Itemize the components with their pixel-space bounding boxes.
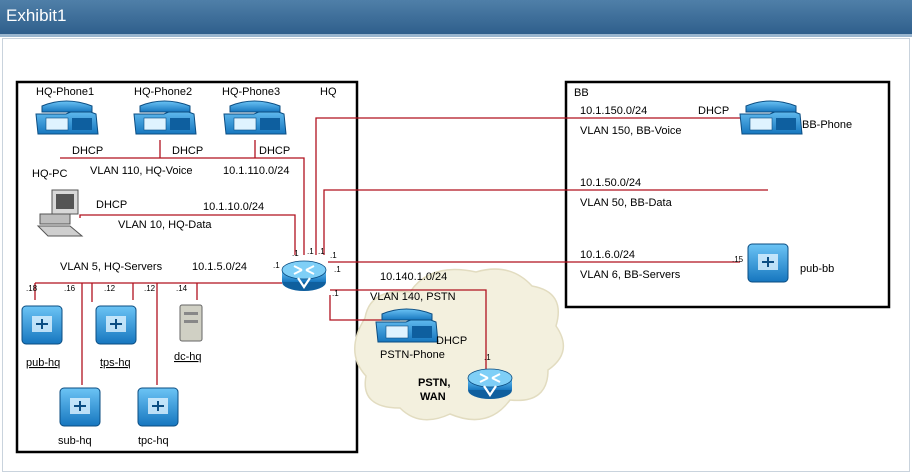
network-links: [34, 117, 768, 385]
tps-hq-icon[interactable]: [95, 305, 137, 345]
hq-router-icon[interactable]: [280, 259, 328, 293]
hq-site-box: [15, 80, 359, 454]
pub-bb-label: pub-bb: [800, 263, 834, 275]
bb-site-box: [564, 80, 891, 309]
host-sub-hq: .12: [104, 284, 116, 293]
vlan110-label: VLAN 110, HQ-Voice: [90, 165, 193, 177]
sub-hq-label: sub-hq: [58, 435, 92, 447]
hq-site-label: HQ: [320, 86, 337, 98]
hq-phone1-label: HQ-Phone1: [36, 86, 94, 98]
hq-pc-label: HQ-PC: [32, 168, 68, 180]
vlan150-label: VLAN 150, BB-Voice: [580, 125, 682, 137]
cloud-label-line1: PSTN,: [418, 377, 450, 389]
hq-phone1-icon[interactable]: [35, 100, 99, 135]
window-titlebar: Exhibit1: [0, 0, 912, 37]
bb-site-label: BB: [574, 87, 589, 99]
dc-hq-icon[interactable]: [179, 304, 203, 342]
pstn-phone-label: PSTN-Phone: [380, 349, 445, 361]
vlan140-label: VLAN 140, PSTN: [370, 291, 456, 303]
net5-label: 10.1.5.0/24: [192, 261, 247, 273]
dc-hq-label: dc-hq: [174, 351, 202, 363]
hq-phone3-icon[interactable]: [223, 100, 287, 135]
window-title: Exhibit1: [6, 6, 67, 25]
port-label-pstn: .1: [484, 353, 491, 362]
net140-label: 10.140.1.0/24: [380, 271, 447, 283]
net10-label: 10.1.10.0/24: [203, 201, 264, 213]
host-pub-hq: .18: [26, 284, 38, 293]
net50-label: 10.1.50.0/24: [580, 177, 641, 189]
port-label-6: .1: [332, 289, 339, 298]
cloud-label-line2: WAN: [420, 391, 446, 403]
hq-pc-icon[interactable]: [36, 189, 84, 237]
dhcp-label-phone2: DHCP: [172, 145, 203, 157]
vlan6-label: VLAN 6, BB-Servers: [580, 269, 681, 281]
dhcp-label-phone3: DHCP: [259, 145, 290, 157]
net6-label: 10.1.6.0/24: [580, 249, 635, 261]
tps-hq-label: tps-hq: [100, 357, 131, 369]
port-label-3: .1: [318, 247, 325, 256]
port-label-5: .1: [334, 265, 341, 274]
port-label-2: .1: [307, 247, 314, 256]
bb-phone-icon[interactable]: [739, 100, 803, 135]
net110-label: 10.1.110.0/24: [223, 165, 289, 177]
pub-bb-icon[interactable]: [747, 243, 789, 283]
tpc-hq-icon[interactable]: [137, 387, 179, 427]
host-pub-bb: .15: [732, 255, 744, 264]
pstn-router-icon[interactable]: [466, 367, 514, 401]
port-label-4: .1: [330, 251, 337, 260]
sub-hq-icon[interactable]: [59, 387, 101, 427]
host-tpc-hq: .12: [144, 284, 156, 293]
dhcp-label-bb: DHCP: [698, 105, 729, 117]
net150-label: 10.1.150.0/24: [580, 105, 647, 117]
hq-phone2-icon[interactable]: [133, 100, 197, 135]
hq-phone2-label: HQ-Phone2: [134, 86, 192, 98]
host-tps-hq: .16: [64, 284, 76, 293]
pub-hq-label: pub-hq: [26, 357, 60, 369]
vlan50-label: VLAN 50, BB-Data: [580, 197, 673, 209]
pub-hq-icon[interactable]: [21, 305, 63, 345]
dhcp-label-pc: DHCP: [96, 199, 127, 211]
dhcp-label-phone1: DHCP: [72, 145, 103, 157]
dhcp-label-pstn: DHCP: [436, 335, 467, 347]
host-dc-hq: .14: [176, 284, 188, 293]
hq-phone3-label: HQ-Phone3: [222, 86, 280, 98]
pstn-phone-icon[interactable]: [375, 308, 439, 343]
port-label-7: .1: [273, 261, 280, 270]
bb-phone-label: BB-Phone: [802, 119, 852, 131]
port-label-1: .1: [292, 249, 299, 258]
vlan10-label: VLAN 10, HQ-Data: [118, 219, 212, 231]
vlan5-label: VLAN 5, HQ-Servers: [60, 261, 163, 273]
tpc-hq-label: tpc-hq: [138, 435, 169, 447]
